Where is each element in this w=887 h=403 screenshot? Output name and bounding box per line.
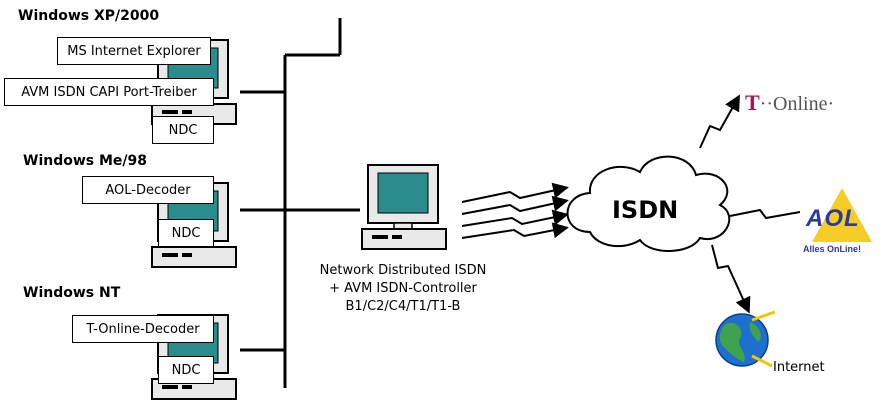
- tonline-logo: T··Online·: [745, 90, 834, 116]
- arrow-to-internet: [711, 244, 751, 314]
- label-aol-decoder: AOL-Decoder: [82, 176, 214, 204]
- aol-logo: AOL: [806, 205, 860, 232]
- tonline-text: ··Online·: [759, 93, 835, 115]
- tonline-t: T: [745, 90, 760, 115]
- globe-icon: [715, 310, 776, 368]
- aol-tagline: Alles OnLine!: [803, 244, 862, 254]
- isdn-cloud: [566, 155, 731, 252]
- server-caption-line-2: + AVM ISDN-Controller: [329, 281, 477, 296]
- label-capi-port-driver: AVM ISDN CAPI Port-Treiber: [4, 78, 214, 106]
- server-caption-line-3: B1/C2/C4/T1/T1-B: [345, 299, 461, 314]
- isdn-channels: [461, 182, 569, 239]
- group-title-nt: Windows NT: [23, 285, 121, 301]
- group-title-xp: Windows XP/2000: [18, 8, 160, 24]
- label-ndc-xp: NDC: [152, 116, 214, 144]
- isdn-label: ISDN: [612, 196, 679, 224]
- arrow-to-tonline: [699, 94, 740, 149]
- aol-triangle: [812, 188, 872, 242]
- server-caption-line-1: Network Distributed ISDN: [319, 263, 487, 278]
- server-pc: [361, 164, 447, 250]
- label-ndc-me: NDC: [158, 219, 214, 247]
- label-ndc-nt: NDC: [158, 356, 214, 384]
- label-tonline-decoder: T-Online-Decoder: [72, 315, 214, 343]
- group-title-me: Windows Me/98: [23, 153, 148, 169]
- arrow-to-aol: [729, 208, 801, 220]
- server-caption: Network Distributed ISDN + AVM ISDN-Cont…: [313, 262, 493, 316]
- internet-label: Internet: [773, 360, 825, 375]
- label-ms-internet-explorer: MS Internet Explorer: [57, 37, 211, 65]
